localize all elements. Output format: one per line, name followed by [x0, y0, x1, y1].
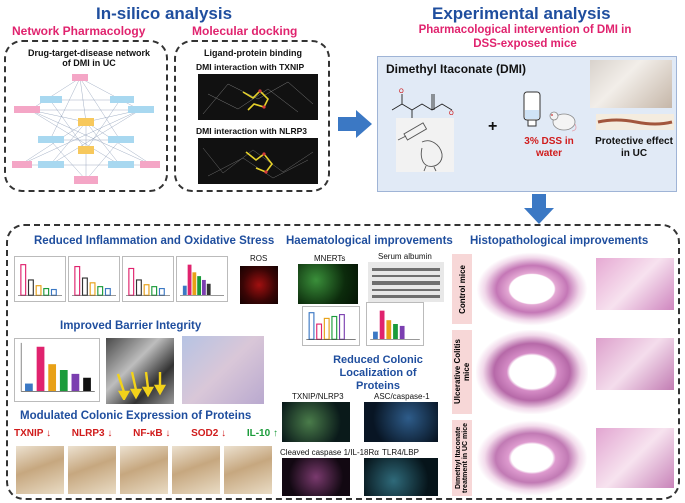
asc-casp-label: ASC/caspase-1 — [374, 392, 430, 401]
albumin-gel-image — [368, 262, 444, 302]
experimental-heading: Experimental analysis — [432, 4, 611, 23]
svg-text:O: O — [399, 89, 404, 95]
albumin-label: Serum albumin — [378, 252, 432, 261]
tlr4-label: TLR4/LBP — [382, 448, 419, 457]
histo-label-uc: Ulcerative Colitis mice — [452, 330, 472, 414]
mnerts-label: MNERTs — [314, 254, 346, 263]
histo-dmi-image — [476, 420, 588, 496]
histo-dmi-zoom — [596, 428, 674, 488]
results-panel — [6, 224, 680, 500]
protein-txnip: TXNIP ↓ — [14, 428, 52, 439]
inflammation-heading: Reduced Inflammation and Oxidative Stres… — [34, 235, 275, 247]
histo-control-zoom — [596, 258, 674, 310]
histo-label-control: Control mice — [452, 254, 472, 324]
docking-title: Molecular docking — [190, 24, 300, 38]
cleaved-label: Cleaved caspase 1/IL-18Rα — [280, 448, 379, 457]
insilico-heading: In-silico analysis — [96, 4, 233, 23]
dss-label: 3% DSS in water — [524, 136, 574, 159]
arrow-right — [338, 110, 372, 138]
barrier-em-image — [106, 338, 174, 404]
txnip-docking-image — [198, 74, 318, 120]
ihc-nlrp3-image — [68, 446, 116, 494]
ros-image — [240, 266, 278, 304]
water-bottle-icon — [523, 91, 541, 127]
localization-heading: Reduced Colonic Localization of Proteins — [333, 354, 423, 393]
histo-uc-zoom — [596, 338, 674, 390]
molecular-docking-panel — [174, 40, 330, 192]
ihc-txnip-image — [16, 446, 64, 494]
colon-sample-icon — [596, 114, 674, 130]
histo-label-dmi: Dimethyl Itaconate treatment in UC mice — [452, 420, 472, 496]
inflammation-chart-2 — [68, 256, 120, 302]
intervention-title: Pharmacological intervention of DMI in D… — [418, 24, 632, 50]
docking-subtitle: Ligand-protein binding — [204, 48, 302, 58]
modulated-heading: Modulated Colonic Expression of Proteins — [20, 410, 252, 422]
svg-text:O: O — [449, 111, 454, 117]
docking-nlrp3-label: DMI interaction with NLRP3 — [196, 126, 307, 136]
compound-name: Dimethyl Itaconate (DMI) — [386, 62, 527, 76]
mnerts-image — [298, 264, 358, 304]
haemato-chart-2 — [366, 302, 424, 346]
network-pharmacology-panel — [4, 40, 168, 192]
drug-target-network-graph — [12, 74, 160, 184]
ihc-il10-image — [224, 446, 272, 494]
network-subtitle: Drug-target-disease network of DMI in UC — [27, 48, 151, 69]
barrier-heading: Improved Barrier Integrity — [60, 320, 202, 332]
ros-label: ROS — [250, 254, 268, 263]
haemato-chart-1 — [302, 306, 360, 346]
inflammation-chart-3 — [122, 256, 174, 302]
protein-nlrp3: NLRP3 ↓ — [71, 428, 113, 439]
histo-control-image — [476, 252, 588, 326]
dmi-structure-icon: OOO — [391, 89, 454, 124]
docking-txnip-label: DMI interaction with TXNIP — [196, 62, 305, 72]
asc-casp-image — [364, 402, 438, 442]
txnip-nlrp3-image — [282, 402, 350, 442]
inflammation-chart-4 — [176, 256, 228, 302]
arrow-down — [524, 194, 554, 224]
protein-nfkb: NF-κB ↓ — [133, 428, 171, 439]
ihc-sod2-image — [172, 446, 220, 494]
histo-uc-image — [476, 330, 588, 414]
protein-row: TXNIP ↓ NLRP3 ↓ NF-κB ↓ SOD2 ↓ IL-10 ↑ — [14, 428, 278, 442]
syringe-injection-icon — [396, 118, 454, 172]
barrier-histology-image — [182, 336, 264, 404]
protein-il10: IL-10 ↑ — [246, 428, 278, 439]
plus-sign: + — [488, 118, 498, 135]
haemato-heading: Haematological improvements — [286, 235, 453, 247]
protein-sod2: SOD2 ↓ — [191, 428, 227, 439]
cleaved-image — [282, 458, 350, 496]
tlr4-image — [364, 458, 438, 496]
mouse-icon — [549, 111, 577, 132]
network-title: Network Pharmacology — [10, 24, 148, 38]
txnip-nlrp3-label: TXNIP/NLRP3 — [292, 392, 344, 401]
outcome-label: Protective effect in UC — [595, 136, 673, 159]
ihc-nfkb-image — [120, 446, 168, 494]
histo-heading: Histopathological improvements — [470, 235, 649, 247]
barrier-yellow-arrows — [116, 371, 167, 400]
inflammation-chart-1 — [14, 256, 66, 302]
nlrp3-docking-image — [198, 138, 318, 184]
mouse-handling-photo — [590, 60, 672, 108]
barrier-chart — [14, 338, 100, 402]
